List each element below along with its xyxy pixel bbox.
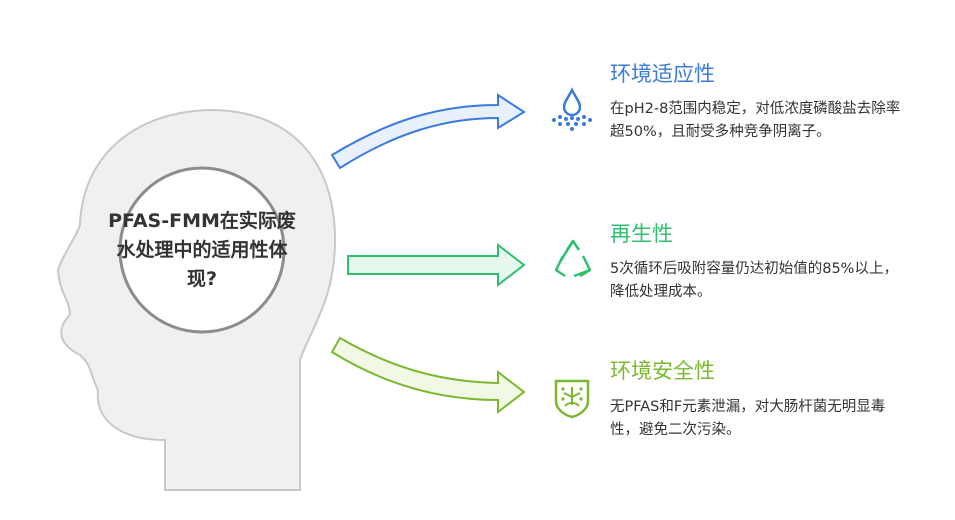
- arrow-middle: [347, 242, 526, 288]
- water-drop-spray-icon: [552, 87, 592, 131]
- item-title-adaptability: 环境适应性: [610, 62, 715, 86]
- center-question: PFAS-FMM在实际废水处理中的适用性体现?: [108, 209, 296, 290]
- arrow-top: [330, 93, 526, 170]
- item-desc-regeneration: 5次循环后吸附容量仍达初始值的85%以上，降低处理成本。: [610, 261, 898, 300]
- shield-bacteria-icon: [554, 379, 590, 419]
- item-desc-safety: 无PFAS和F元素泄漏，对大肠杆菌无明显毒性，避免二次污染。: [610, 399, 886, 438]
- item-title-safety: 环境安全性: [610, 359, 715, 383]
- arrow-bottom: [330, 336, 526, 415]
- recycle-icon: [554, 239, 592, 278]
- item-desc-adaptability: 在pH2-8范围内稳定，对低浓度磷酸盐去除率超50%，且耐受多种竞争阴离子。: [610, 101, 901, 140]
- center-circle: [118, 166, 286, 334]
- item-title-regeneration: 再生性: [610, 222, 673, 246]
